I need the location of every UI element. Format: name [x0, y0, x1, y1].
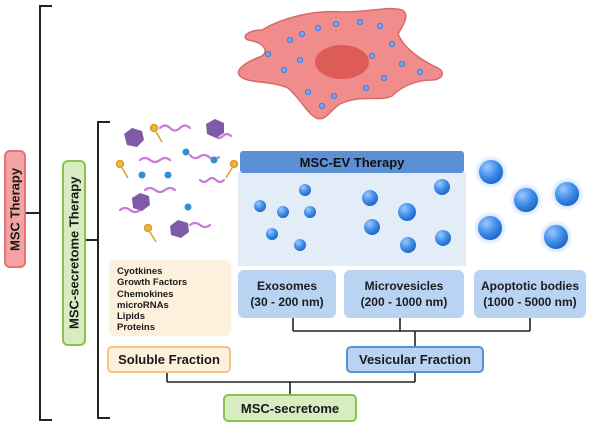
soluble-fraction-label: Soluble Fraction	[107, 346, 231, 373]
msc-therapy-bracket	[26, 5, 52, 421]
soluble-item: Growth Factors	[117, 277, 188, 289]
secretome-therapy-label: MSC-secretome Therapy	[62, 160, 86, 346]
soluble-item: Chemokines	[117, 288, 174, 300]
exosomes-label: Exosomes (30 - 200 nm)	[238, 270, 336, 318]
secretome-bracket	[86, 121, 110, 419]
apoptotic-bodies-size: (1000 - 5000 nm)	[483, 295, 577, 309]
msc-therapy-label: MSC Therapy	[4, 150, 26, 268]
msc-secretome-label: MSC-secretome	[223, 394, 357, 422]
soluble-item: Cyotkines	[117, 266, 163, 277]
soluble-item: Lipids	[117, 311, 145, 323]
secretome-connectors	[166, 373, 416, 394]
exosomes-name: Exosomes	[256, 279, 318, 293]
vesicular-connectors	[292, 318, 531, 346]
soluble-item: Proteins	[117, 322, 156, 334]
microvesicles-name: Microvesicles	[364, 279, 444, 293]
soluble-factor-list: Cyotkines Growth Factors Chemokines micr…	[109, 260, 231, 336]
apoptotic-body-vesicles	[473, 155, 584, 254]
vesicular-fraction-label: Vesicular Fraction	[346, 346, 484, 373]
msc-cell-illustration	[237, 7, 443, 120]
exosomes-size: (30 - 200 nm)	[250, 295, 324, 309]
microvesicles-label: Microvesicles (200 - 1000 nm)	[344, 270, 464, 318]
ev-panel-background	[238, 172, 466, 266]
microvesicles-size: (200 - 1000 nm)	[360, 295, 448, 309]
soluble-item: microRNAs	[117, 299, 169, 311]
apoptotic-bodies-name: Apoptotic bodies	[481, 279, 579, 293]
soluble-factors-illustration	[115, 119, 239, 243]
apoptotic-bodies-label: Apoptotic bodies (1000 - 5000 nm)	[474, 270, 586, 318]
microvesicle-vesicles	[362, 179, 451, 253]
ev-therapy-header: MSC-EV Therapy	[240, 151, 464, 173]
exosome-vesicles	[254, 184, 316, 251]
